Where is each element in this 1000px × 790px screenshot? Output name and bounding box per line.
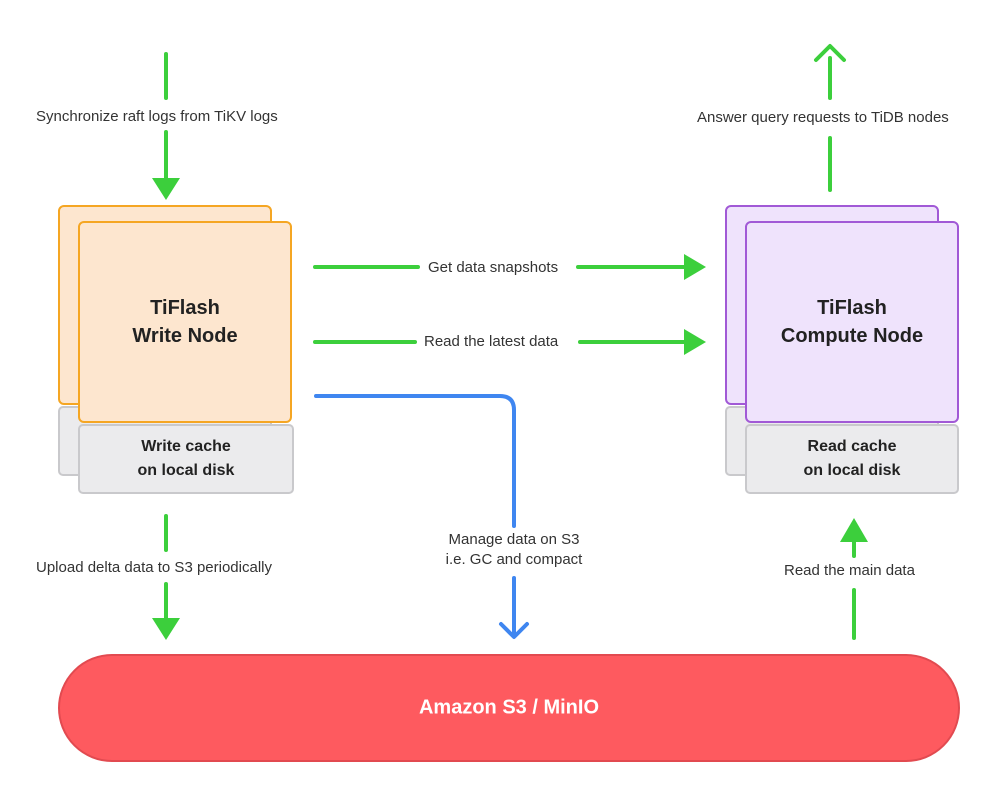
write-cache-label: Write cache on local disk bbox=[80, 435, 292, 483]
object-storage: Amazon S3 / MinIO bbox=[58, 654, 960, 762]
compute-node-card: TiFlash Compute Node bbox=[745, 221, 959, 423]
write-node-card: TiFlash Write Node bbox=[78, 221, 292, 423]
read-cache-line2: on local disk bbox=[803, 462, 901, 479]
read-cache-label: Read cache on local disk bbox=[747, 435, 957, 483]
latest-arrowhead bbox=[684, 329, 706, 355]
label-manage-s3-line2: i.e. GC and compact bbox=[445, 551, 583, 568]
object-storage-label: Amazon S3 / MinIO bbox=[418, 696, 600, 719]
compute-node-title: TiFlash Compute Node bbox=[747, 294, 957, 350]
manage-s3-arrow-upper bbox=[314, 394, 516, 528]
read-main-arrowhead bbox=[840, 518, 868, 542]
write-node-title-line2: Write Node bbox=[132, 325, 238, 347]
answer-arrowhead bbox=[814, 44, 846, 62]
label-sync-raft: Synchronize raft logs from TiKV logs bbox=[36, 107, 278, 127]
compute-node-title-line2: Compute Node bbox=[780, 325, 924, 347]
write-cache-card: Write cache on local disk bbox=[78, 424, 294, 494]
upload-arrowhead bbox=[152, 618, 180, 640]
label-read-main: Read the main data bbox=[784, 561, 915, 581]
label-manage-s3: Manage data on S3 i.e. GC and compact bbox=[440, 530, 588, 570]
label-get-snapshots: Get data snapshots bbox=[428, 258, 559, 278]
compute-node-title-line1: TiFlash bbox=[817, 297, 887, 319]
write-cache-line1: Write cache bbox=[141, 438, 231, 455]
read-cache-line1: Read cache bbox=[807, 438, 897, 455]
snapshot-arrowhead bbox=[684, 254, 706, 280]
label-read-latest: Read the latest data bbox=[424, 332, 559, 352]
label-answer-query: Answer query requests to TiDB nodes bbox=[697, 108, 949, 128]
write-node-title-line1: TiFlash bbox=[150, 297, 220, 319]
write-cache-line2: on local disk bbox=[137, 462, 235, 479]
label-manage-s3-line1: Manage data on S3 bbox=[448, 531, 580, 548]
write-node-title: TiFlash Write Node bbox=[80, 294, 290, 350]
read-cache-card: Read cache on local disk bbox=[745, 424, 959, 494]
manage-s3-arrowhead bbox=[499, 622, 529, 639]
sync-arrowhead bbox=[152, 178, 180, 200]
label-upload-delta: Upload delta data to S3 periodically bbox=[36, 558, 272, 578]
